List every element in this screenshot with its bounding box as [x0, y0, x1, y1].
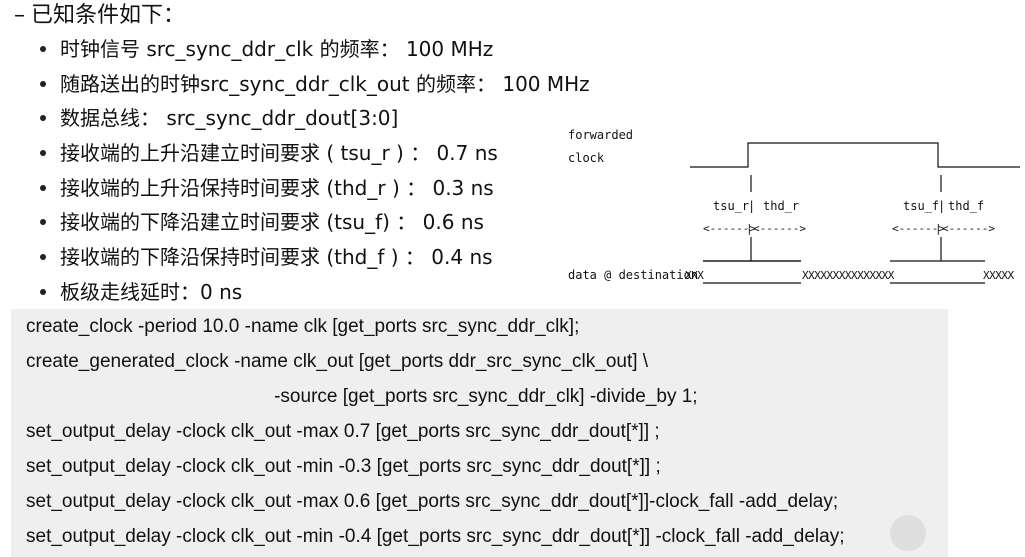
list-item-text: 板级走线延时：0 ns — [60, 280, 243, 304]
tsu-f-label: tsu_f — [903, 199, 939, 213]
arrow-thd-r: <------> — [753, 222, 806, 235]
code-line: -source [get_ports src_sync_ddr_clk] -di… — [26, 386, 698, 407]
list-item: 接收端的下降沿保持时间要求 (thd_f ) ： 0.4 ns — [40, 240, 493, 274]
data-invalid-1: XXX — [685, 269, 704, 282]
bullet-dot — [40, 288, 46, 295]
watermark-logo — [890, 515, 926, 551]
bullet-dot — [40, 114, 46, 121]
list-item-text: 接收端的上升沿建立时间要求 ( tsu_r ) ： 0.7 ns — [60, 141, 498, 165]
code-line: set_output_delay -clock clk_out -max 0.7… — [26, 421, 660, 442]
clock-label-line1: forwarded — [568, 128, 633, 142]
bullet-dot — [40, 149, 46, 156]
label-divider: | — [938, 199, 945, 213]
code-line: create_generated_clock -name clk_out [ge… — [26, 351, 649, 372]
bullet-dot — [40, 218, 46, 225]
bullet-dot — [40, 45, 46, 52]
list-item: 数据总线： src_sync_ddr_dout[3:0] — [40, 101, 398, 135]
data-label: data @ destination — [568, 268, 698, 282]
list-item-text: 时钟信号 src_sync_ddr_clk 的频率： 100 MHz — [60, 37, 494, 61]
clock-waveform — [690, 142, 1020, 168]
list-item: 接收端的上升沿建立时间要求 ( tsu_r ) ： 0.7 ns — [40, 136, 498, 170]
tsu-r-label: tsu_r — [713, 199, 749, 213]
list-item: 接收端的上升沿保持时间要求 (thd_r ) ： 0.3 ns — [40, 171, 494, 205]
code-line: set_output_delay -clock clk_out -min -0.… — [26, 456, 661, 477]
thd-r-label: thd_r — [763, 199, 799, 213]
list-item: 随路送出的时钟src_sync_ddr_clk_out 的频率： 100 MHz — [40, 67, 590, 101]
label-divider: | — [748, 199, 755, 213]
bullet-dot — [40, 184, 46, 191]
code-block: create_clock -period 10.0 -name clk [get… — [11, 309, 948, 557]
list-item-text: 接收端的下降沿建立时间要求 (tsu_f) ： 0.6 ns — [60, 210, 484, 234]
arrow-thd-f: <------> — [942, 222, 995, 235]
list-item: 板级走线延时：0 ns — [40, 275, 242, 309]
bullet-dot — [40, 80, 46, 87]
code-line: create_clock -period 10.0 -name clk [get… — [26, 316, 580, 337]
code-line: set_output_delay -clock clk_out -max 0.6… — [26, 491, 839, 512]
arrow-divider: | — [935, 222, 942, 235]
heading-dash: – — [14, 3, 25, 28]
list-item: 接收端的下降沿建立时间要求 (tsu_f) ： 0.6 ns — [40, 205, 484, 239]
code-line: set_output_delay -clock clk_out -min -0.… — [26, 526, 845, 547]
list-item-text: 接收端的上升沿保持时间要求 (thd_r ) ： 0.3 ns — [60, 176, 494, 200]
timing-diagram: forwarded clock tsu_r | thd_r tsu_f | th… — [568, 128, 1020, 284]
list-item: 时钟信号 src_sync_ddr_clk 的频率： 100 MHz — [40, 32, 493, 66]
arrow-tsu-f: <------> — [892, 222, 945, 235]
heading-text: 已知条件如下： — [31, 3, 186, 28]
thd-f-label: thd_f — [948, 199, 984, 213]
section-heading: –已知条件如下： — [14, 0, 185, 32]
list-item-text: 随路送出的时钟src_sync_ddr_clk_out 的频率： 100 MHz — [60, 72, 590, 96]
list-item-text: 接收端的下降沿保持时间要求 (thd_f ) ： 0.4 ns — [60, 245, 493, 269]
data-invalid-3: XXXXX — [983, 269, 1014, 282]
clock-label-line2: clock — [568, 151, 605, 165]
arrow-tsu-r: <------> — [703, 222, 756, 235]
bullet-dot — [40, 253, 46, 260]
data-invalid-2: XXXXXXXXXXXXXXX — [802, 269, 895, 282]
list-item-text: 数据总线： src_sync_ddr_dout[3:0] — [60, 106, 399, 130]
arrow-divider: | — [746, 222, 753, 235]
